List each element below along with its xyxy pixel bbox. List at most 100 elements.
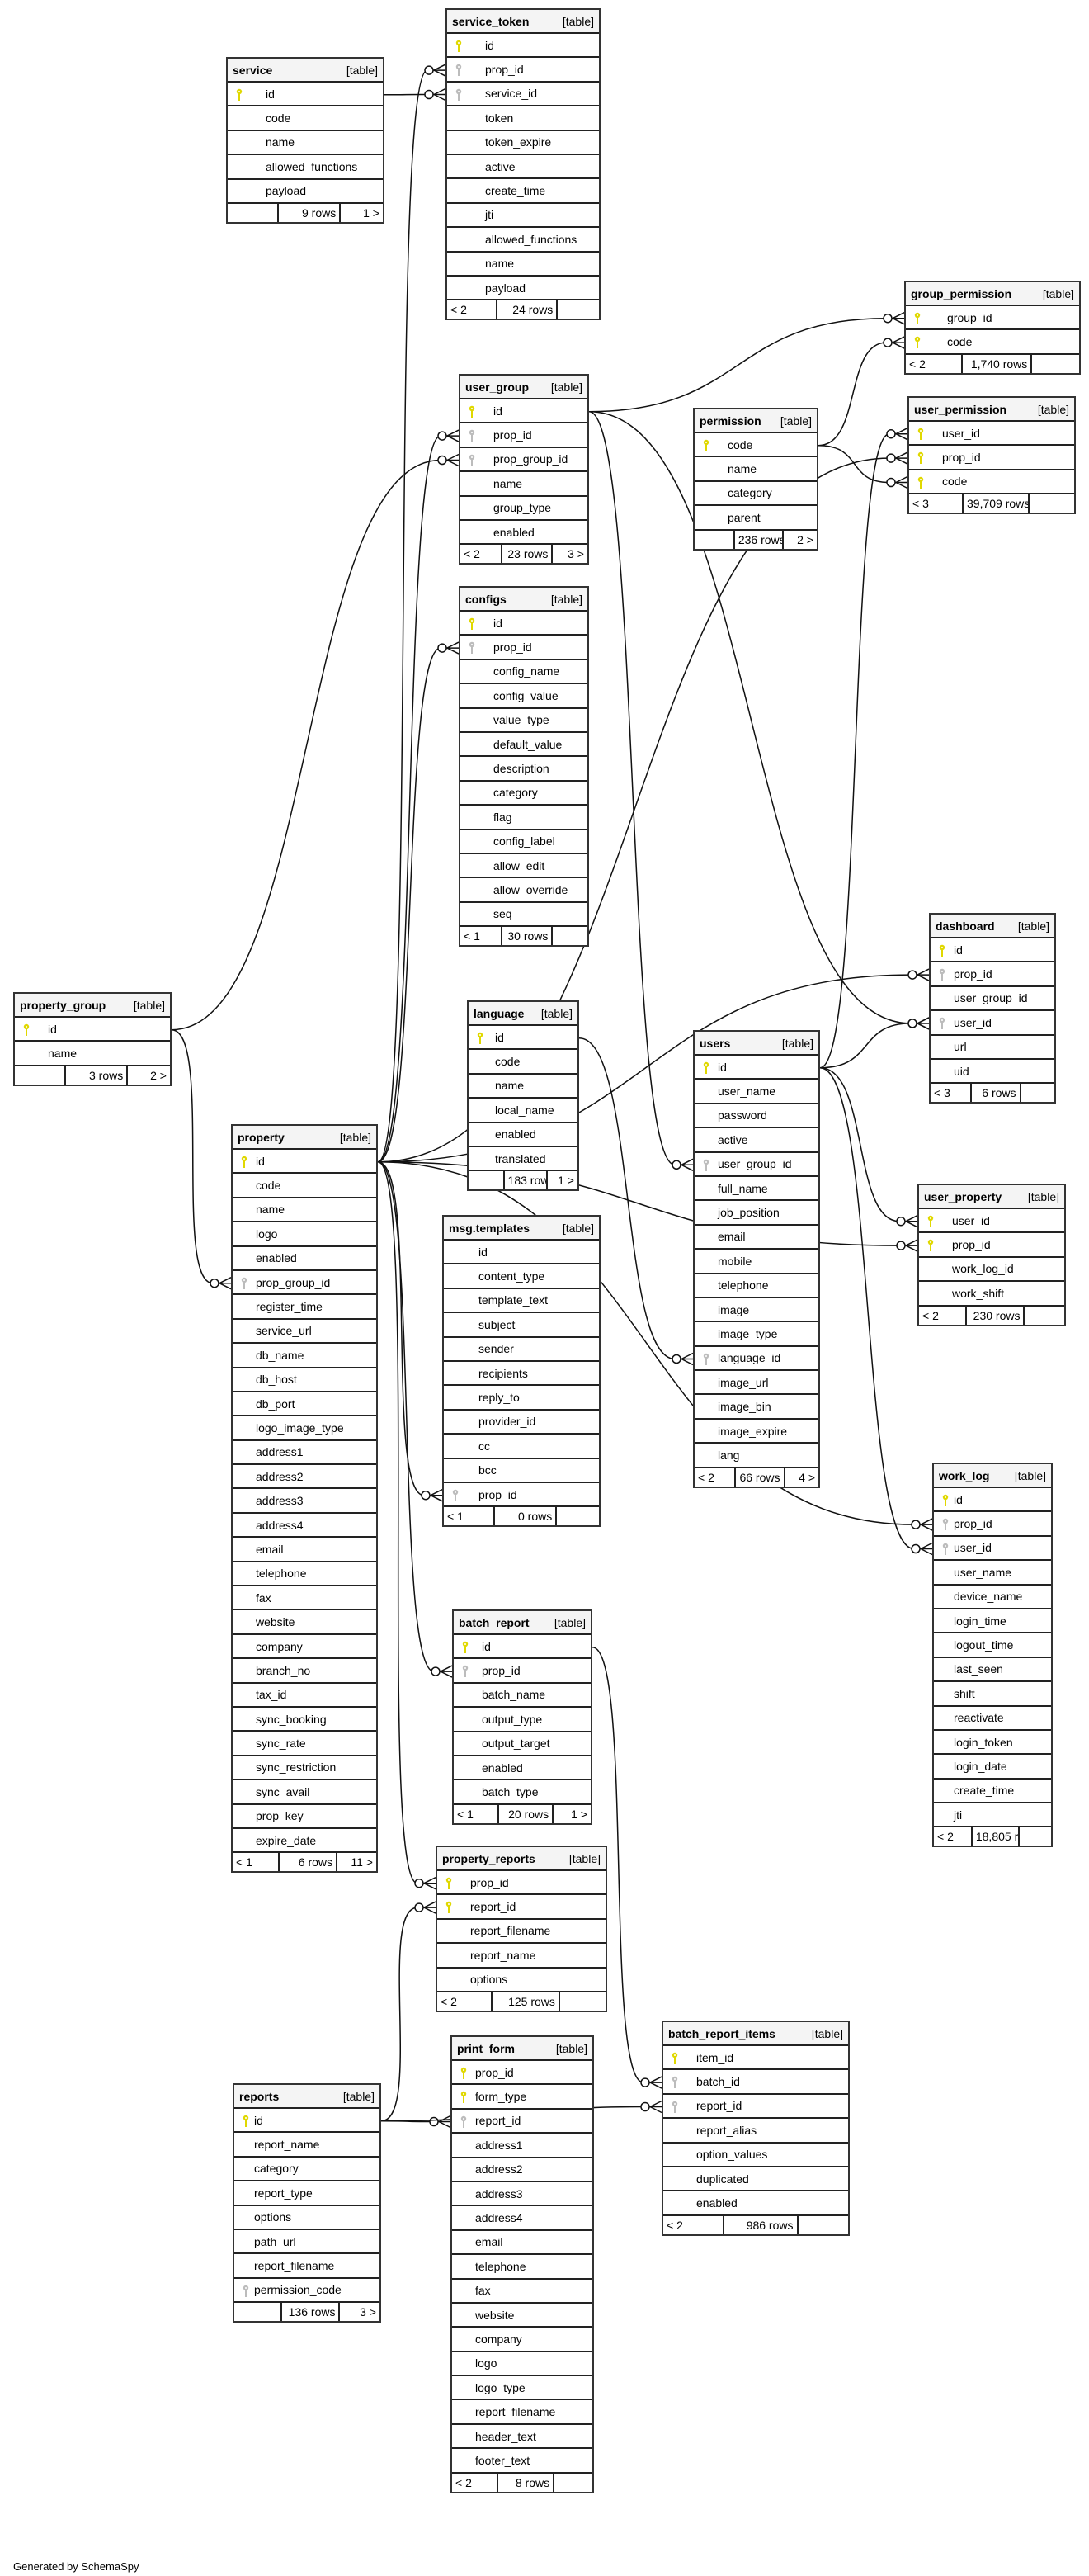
column-row[interactable]: email <box>233 1538 376 1562</box>
children-count[interactable] <box>557 1507 599 1525</box>
children-count[interactable]: 1 > <box>363 206 380 220</box>
column-row[interactable]: address1 <box>233 1441 376 1466</box>
column-row[interactable]: bcc <box>444 1459 599 1483</box>
column-row[interactable]: service_id <box>447 83 599 107</box>
column-row[interactable]: last_seen <box>934 1658 1051 1683</box>
column-row[interactable]: lang <box>695 1444 818 1468</box>
column-row[interactable]: group_id <box>906 306 1079 331</box>
parents-count[interactable]: < 2 <box>919 1306 968 1325</box>
column-row[interactable]: address3 <box>452 2182 592 2207</box>
column-row[interactable]: telephone <box>233 1562 376 1587</box>
column-row[interactable]: image_url <box>695 1371 818 1396</box>
column-row[interactable]: id <box>460 612 587 636</box>
column-row[interactable]: options <box>234 2206 380 2230</box>
column-row[interactable]: duplicated <box>663 2167 848 2192</box>
column-row[interactable]: reply_to <box>444 1386 599 1411</box>
column-row[interactable]: report_id <box>663 2095 848 2120</box>
column-row[interactable]: allow_override <box>460 878 587 903</box>
column-row[interactable]: enabled <box>460 521 587 546</box>
column-row[interactable]: name <box>695 457 817 482</box>
column-row[interactable]: reactivate <box>934 1707 1051 1731</box>
column-row[interactable]: allowed_functions <box>447 228 599 253</box>
children-count[interactable]: 3 > <box>568 547 584 561</box>
children-count[interactable] <box>1020 1827 1051 1846</box>
column-row[interactable]: sender <box>444 1338 599 1362</box>
column-row[interactable]: subject <box>444 1313 599 1338</box>
column-row[interactable]: id <box>228 83 383 107</box>
column-row[interactable]: job_position <box>695 1201 818 1226</box>
children-count[interactable]: 1 > <box>558 1174 574 1188</box>
column-row[interactable]: logo <box>452 2352 592 2377</box>
parents-count[interactable]: < 2 <box>447 300 497 319</box>
children-count[interactable]: 2 > <box>150 1068 167 1082</box>
parents-count[interactable]: < 2 <box>437 1992 493 2011</box>
column-row[interactable]: user_group_id <box>931 987 1054 1012</box>
parents-count[interactable]: < 2 <box>452 2473 499 2492</box>
column-row[interactable]: work_log_id <box>919 1258 1064 1283</box>
column-row[interactable]: content_type <box>444 1264 599 1289</box>
column-row[interactable]: output_type <box>454 1708 591 1732</box>
parents-count[interactable] <box>228 203 280 222</box>
column-row[interactable]: image_expire <box>695 1420 818 1444</box>
column-row[interactable]: form_type <box>452 2085 592 2110</box>
column-row[interactable]: tax_id <box>233 1684 376 1708</box>
children-count[interactable] <box>1025 1307 1064 1325</box>
column-row[interactable]: website <box>452 2304 592 2328</box>
column-row[interactable]: path_url <box>234 2230 380 2255</box>
column-row[interactable]: allowed_functions <box>228 155 383 180</box>
column-row[interactable]: prop_id <box>460 423 587 448</box>
column-row[interactable]: mobile <box>695 1250 818 1274</box>
column-row[interactable]: report_name <box>234 2133 380 2158</box>
column-row[interactable]: default_value <box>460 733 587 758</box>
column-row[interactable]: db_host <box>233 1368 376 1392</box>
column-row[interactable]: code <box>909 470 1074 495</box>
children-count[interactable] <box>554 2474 592 2492</box>
column-row[interactable]: expire_date <box>233 1829 376 1854</box>
children-count[interactable]: 2 > <box>797 532 813 546</box>
column-row[interactable]: code <box>228 106 383 131</box>
column-row[interactable]: name <box>228 131 383 156</box>
parents-count[interactable]: < 1 <box>444 1507 496 1526</box>
children-count[interactable] <box>1032 355 1079 373</box>
column-row[interactable]: active <box>695 1128 818 1153</box>
column-row[interactable]: report_id <box>437 1895 606 1920</box>
column-row[interactable]: password <box>695 1104 818 1129</box>
column-row[interactable]: seq <box>460 903 587 928</box>
column-row[interactable]: email <box>452 2231 592 2256</box>
column-row[interactable]: enabled <box>454 1756 591 1781</box>
column-row[interactable]: payload <box>447 277 599 301</box>
column-row[interactable]: value_type <box>460 709 587 733</box>
column-row[interactable]: image <box>695 1298 818 1323</box>
column-row[interactable]: name <box>460 472 587 497</box>
column-row[interactable]: website <box>233 1610 376 1635</box>
column-row[interactable]: image_bin <box>695 1395 818 1420</box>
column-row[interactable]: db_name <box>233 1344 376 1368</box>
column-row[interactable]: token_expire <box>447 131 599 155</box>
parents-count[interactable] <box>234 2303 283 2322</box>
children-count[interactable] <box>558 300 599 319</box>
column-row[interactable]: prop_id <box>931 962 1054 987</box>
parents-count[interactable]: < 2 <box>934 1827 973 1846</box>
column-row[interactable]: branch_no <box>233 1659 376 1684</box>
column-row[interactable]: payload <box>228 180 383 204</box>
children-count[interactable] <box>553 927 587 945</box>
column-row[interactable]: id <box>444 1241 599 1265</box>
column-row[interactable]: report_type <box>234 2181 380 2206</box>
parents-count[interactable]: < 1 <box>460 927 502 946</box>
column-row[interactable]: id <box>469 1026 578 1051</box>
parents-count[interactable]: < 2 <box>906 354 964 373</box>
column-row[interactable]: prop_id <box>460 636 587 660</box>
column-row[interactable]: code <box>906 330 1079 355</box>
column-row[interactable]: logo_image_type <box>233 1416 376 1441</box>
parents-count[interactable] <box>15 1066 67 1085</box>
children-count[interactable]: 1 > <box>571 1807 587 1821</box>
parents-count[interactable]: < 1 <box>233 1853 280 1872</box>
column-row[interactable]: register_time <box>233 1295 376 1320</box>
